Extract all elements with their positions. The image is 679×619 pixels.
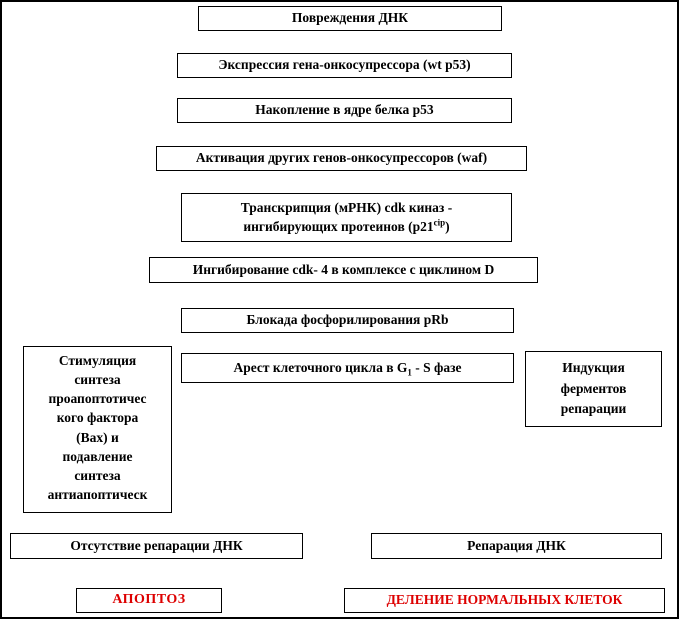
- box-bax-line: Стимуляция: [58, 353, 137, 368]
- box-transcription-line2: ингибирующих протеинов (p21cip): [243, 217, 450, 234]
- box-dna-repair-label: Репарация ДНК: [467, 537, 566, 553]
- box-bax-line: проапоптотичес: [48, 391, 147, 407]
- g1-subscript: 1: [407, 367, 412, 378]
- normal-cell-division-label: ДЕЛЕНИЕ НОРМАЛЬНЫХ КЛЕТОК: [386, 592, 623, 608]
- box-cell-cycle-arrest-label: Арест клеточного цикла в G1 - S фазе: [233, 359, 462, 378]
- box-normal-cell-division: ДЕЛЕНИЕ НОРМАЛЬНЫХ КЛЕТОК: [344, 588, 665, 613]
- box-bax-line: синтеза: [74, 372, 121, 388]
- box-p53-accumulation-label: Накопление в ядре белка p53: [255, 102, 434, 118]
- box-bax-line: кого фактора: [56, 410, 139, 426]
- apoptosis-label: АПОПТОЗ: [112, 592, 186, 608]
- box-cdk4-inhibition: Ингибирование cdk- 4 в комплексе с цикли…: [149, 257, 538, 283]
- box-induction-line: Индукция: [562, 359, 625, 375]
- box-bax-line: подавление: [62, 448, 133, 464]
- box-dna-damage-label: Повреждения ДНК: [291, 10, 409, 26]
- box-transcription-line1: Транскрипция (мРНК) cdk киназ -: [240, 200, 453, 216]
- box-dna-repair: Репарация ДНК: [371, 533, 662, 559]
- box-cell-cycle-arrest: Арест клеточного цикла в G1 - S фазе: [181, 353, 514, 383]
- box-prb-blockade-label: Блокада фосфорилирования pRb: [246, 312, 449, 328]
- box-p53-accumulation: Накопление в ядре белка p53: [177, 98, 512, 123]
- box-gene-activation: Активация других генов-онкосупрессоров (…: [156, 146, 527, 171]
- box-gene-expression: Экспрессия гена-онкосупрессора (wt p53): [177, 53, 512, 78]
- box-gene-activation-label: Активация других генов-онкосупрессоров (…: [195, 150, 488, 166]
- box-gene-expression-label: Экспрессия гена-онкосупрессора (wt p53): [218, 57, 471, 73]
- box-induction-line: репарации: [560, 401, 627, 417]
- box-no-dna-repair: Отсутствие репарации ДНК: [10, 533, 303, 559]
- box-bax-stimulation: Стимуляция синтеза проапоптотичес кого ф…: [23, 346, 172, 513]
- box-no-dna-repair-label: Отсутствие репарации ДНК: [70, 537, 243, 553]
- box-bax-line: антиапоптическ: [47, 487, 148, 503]
- box-apoptosis: АПОПТОЗ: [76, 588, 222, 613]
- box-bax-line: (Вах) и: [76, 429, 119, 445]
- box-transcription: Транскрипция (мРНК) cdk киназ - ингибиру…: [181, 193, 512, 242]
- box-repair-enzyme-induction: Индукция ферментов репарации: [525, 351, 662, 427]
- p21-superscript: cip: [433, 217, 446, 227]
- box-prb-blockade: Блокада фосфорилирования pRb: [181, 308, 514, 333]
- box-cdk4-inhibition-label: Ингибирование cdk- 4 в комплексе с цикли…: [192, 261, 495, 277]
- box-bax-line: синтеза: [74, 467, 121, 483]
- box-dna-damage: Повреждения ДНК: [198, 6, 502, 31]
- box-induction-line: ферментов: [560, 380, 627, 396]
